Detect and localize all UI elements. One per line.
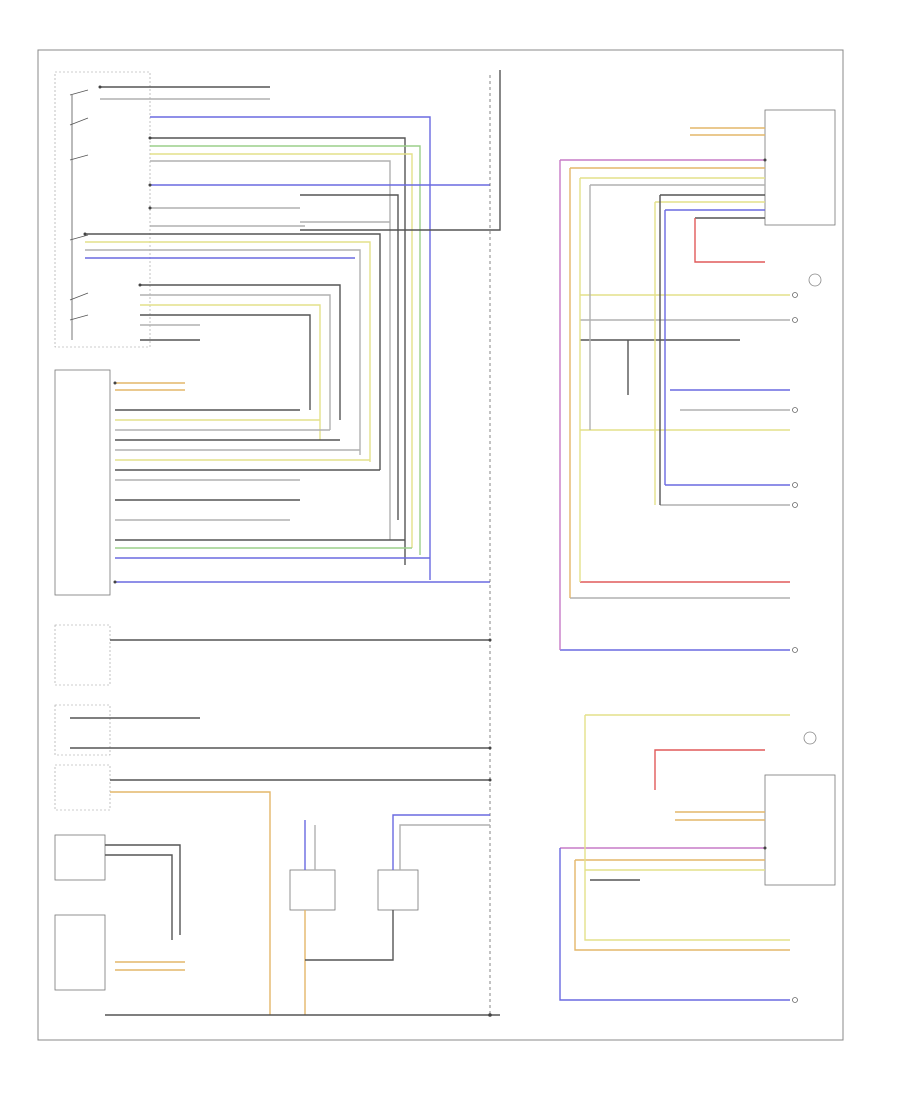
motor-symbol-2	[803, 731, 817, 745]
right-bottom-module	[764, 774, 836, 886]
lamp-symbols	[792, 292, 798, 1003]
lower-vertical	[584, 715, 790, 941]
gear-selector-wire	[105, 854, 173, 940]
ground-point	[488, 1013, 492, 1017]
sensor-module	[54, 624, 111, 686]
light-switch-module	[54, 369, 111, 596]
gear-selector-module	[54, 834, 106, 881]
motor-symbol	[808, 273, 822, 287]
lower-vertical	[559, 848, 790, 1001]
diagram-frame	[37, 49, 844, 1041]
center-relay-1	[289, 869, 336, 911]
right-top-module	[764, 109, 836, 226]
headlight-switch-group	[54, 71, 151, 348]
relay-wire	[305, 910, 394, 961]
switch-module-small	[54, 764, 111, 811]
center-relay-2	[377, 869, 419, 911]
switch-output-wires	[85, 86, 490, 580]
lamp-module	[54, 704, 111, 756]
lower-vertical	[574, 860, 790, 951]
switch-module-wire	[110, 791, 271, 1015]
connector-markers	[83, 85, 767, 850]
right-top-module-wires	[560, 127, 765, 219]
fuse-feed	[300, 70, 501, 231]
switch-contacts	[69, 89, 89, 340]
selector-lever-module	[54, 914, 106, 991]
relay-wire	[392, 814, 490, 870]
red-loop	[654, 749, 765, 790]
light-switch-module-wires	[115, 382, 490, 583]
gear-selector-wire	[105, 844, 181, 935]
red-wire	[694, 218, 765, 263]
relay-wire	[399, 824, 490, 870]
